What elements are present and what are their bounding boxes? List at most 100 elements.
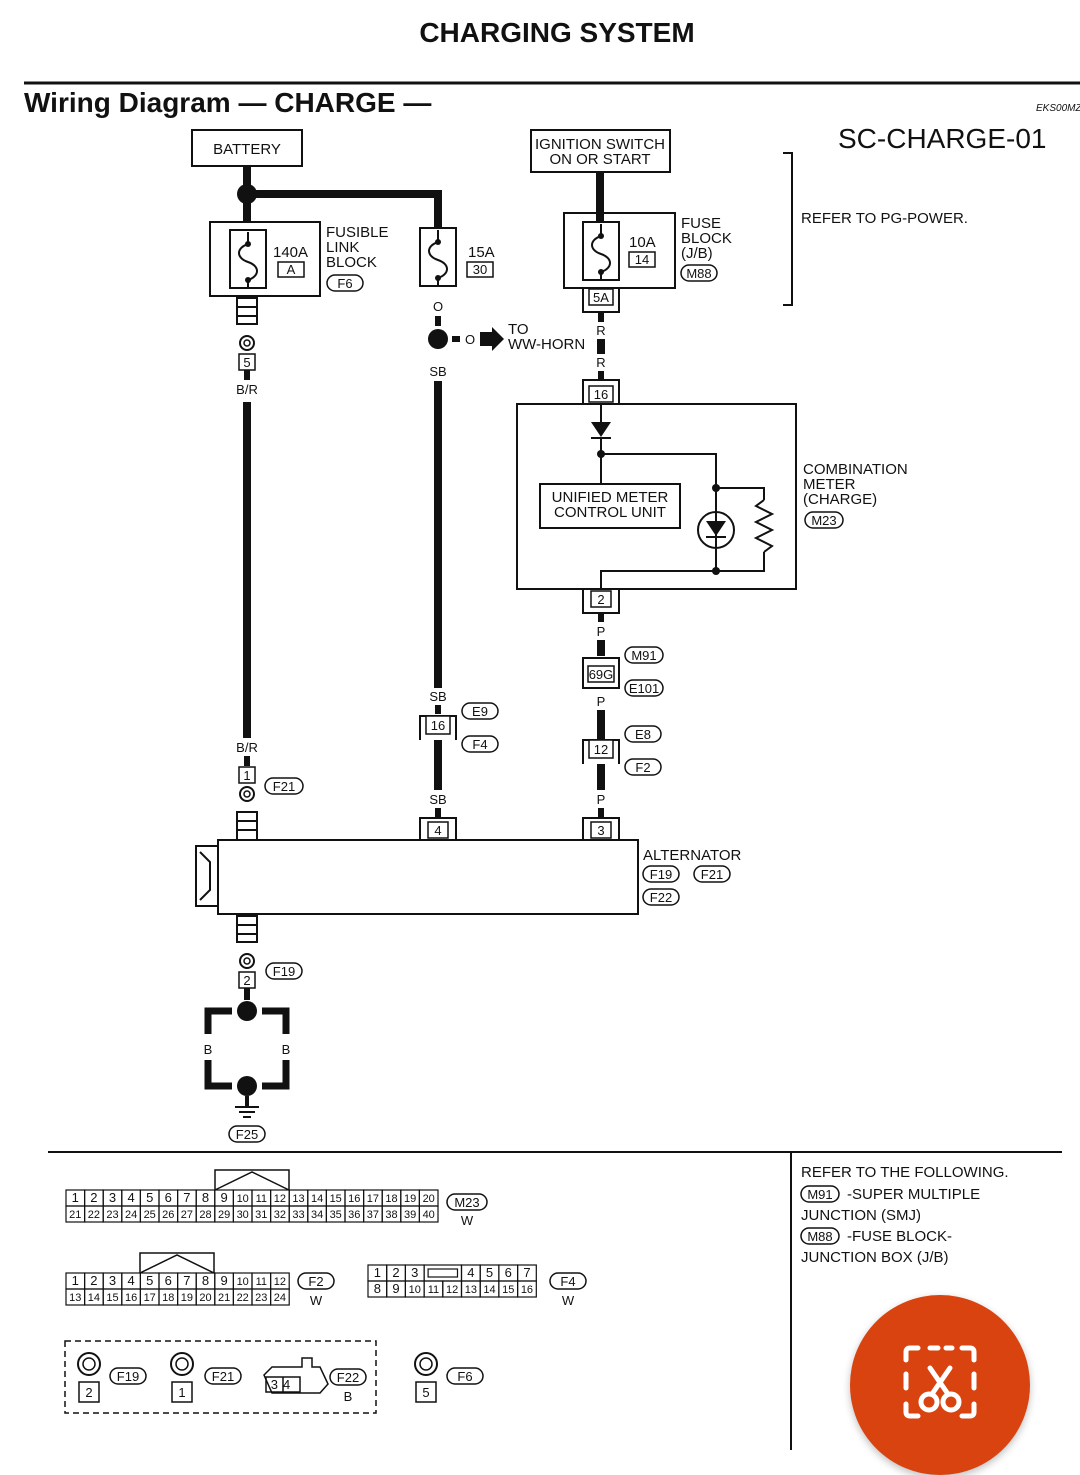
wire-p-3: P	[597, 792, 606, 807]
wire-sb-bottom: SB	[429, 792, 446, 807]
diagram-id: SC-CHARGE-01	[838, 123, 1046, 154]
pinout-cell-label: 23	[255, 1292, 267, 1304]
wire-sb-top: SB	[429, 364, 446, 379]
f6-terminal-pin: 5	[422, 1385, 429, 1400]
legend-m88-badge	[800, 1227, 840, 1245]
fuse-10a-amp: 10A	[629, 234, 656, 251]
pinout-cell-label: 25	[144, 1209, 156, 1221]
pinout-cell-label: 3	[109, 1190, 116, 1205]
pinout-cell-label: 19	[181, 1292, 193, 1304]
connector-e8-label: E8	[635, 727, 651, 742]
ring-terminal-inner	[243, 339, 251, 347]
pin-5a: 5A	[593, 290, 609, 305]
ring-terminal-icon	[239, 335, 255, 351]
f2-key-tab-lines	[139, 1254, 215, 1274]
ring-terminal-icon	[239, 786, 255, 802]
meter-wire	[600, 570, 716, 590]
pinout-cell-label: 7	[523, 1265, 530, 1280]
to-label: TO	[508, 321, 529, 338]
connector-e8-badge	[624, 725, 662, 743]
pinout-cell-label: 16	[521, 1284, 533, 1296]
pinout-cell-label: 5	[486, 1265, 493, 1280]
fuse-terminal	[598, 233, 604, 239]
pinout-cell-label: 1	[72, 1273, 79, 1288]
legend-m91-desc2: JUNCTION (SMJ)	[801, 1207, 921, 1224]
pinout-cell-label: 8	[202, 1190, 209, 1205]
pinout-cell-label: 24	[274, 1292, 286, 1304]
connector-f19-label: F19	[273, 964, 295, 979]
connector-f6-label: F6	[337, 276, 352, 291]
fuse-15a-amp: 15A	[468, 244, 495, 261]
pin-1-box	[238, 766, 256, 784]
pinout-cell-label: 36	[348, 1209, 360, 1221]
pin-2-meter-box	[590, 590, 612, 608]
f21-terminal-badge	[204, 1367, 242, 1385]
legend-m88-desc2: JUNCTION BOX (J/B)	[801, 1249, 949, 1266]
pinout-cell-label: 31	[255, 1209, 267, 1221]
charge-warning-lamp-icon	[697, 511, 735, 549]
pinout-cell-label: 15	[330, 1193, 342, 1205]
combination-meter-box	[516, 403, 797, 590]
legend-m91-desc: -SUPER MULTIPLE	[847, 1186, 980, 1203]
pinout-m23-color: W	[461, 1213, 474, 1228]
screenshot-crop-button[interactable]	[850, 1295, 1030, 1475]
pin-69g: 69G	[589, 667, 614, 682]
pinout-f4-badge	[549, 1272, 587, 1290]
pinout-cell-label: 17	[144, 1292, 156, 1304]
pinout-cell-label: 9	[220, 1190, 227, 1205]
pinout-cell-label: 2	[392, 1265, 399, 1280]
pulley-groove	[199, 851, 211, 901]
pinout-cell-label: 32	[274, 1209, 286, 1221]
pinout-cell-label: 4	[127, 1190, 134, 1205]
wire-b-left: B	[204, 1042, 213, 1057]
fuse-block-label-2: BLOCK	[681, 230, 732, 247]
connector-f21-label: F21	[273, 779, 295, 794]
connector-e101-badge	[624, 679, 664, 697]
pinout-cell-label: 3	[109, 1273, 116, 1288]
ground-splice-bottom	[237, 1076, 257, 1096]
fuse-block-label-3: (J/B)	[681, 245, 713, 262]
f21-terminal-pin: 1	[178, 1385, 185, 1400]
pinout-cell-label: 28	[199, 1209, 211, 1221]
meter-wire	[716, 487, 765, 500]
combo-label-1: COMBINATION	[803, 461, 908, 478]
pinout-cell-label: 29	[218, 1209, 230, 1221]
pinout-cell-label: 20	[423, 1193, 435, 1205]
pinout-cell-label: 13	[69, 1292, 81, 1304]
pinout-cell	[270, 1288, 290, 1306]
ignition-label-1: IGNITION SWITCH	[535, 136, 665, 153]
pinout-cell-label: 8	[202, 1273, 209, 1288]
fuse-terminal	[598, 269, 604, 275]
connector-m91-badge	[624, 646, 664, 664]
legend-m91-badge	[800, 1185, 840, 1203]
connector-f19-badge	[265, 962, 303, 980]
fusible-pin: A	[287, 262, 296, 277]
connector-m91-label: M91	[631, 648, 656, 663]
fusible-label-3: BLOCK	[326, 254, 377, 271]
umcu-label-1: UNIFIED METER	[552, 489, 669, 506]
pinout-cell-label: 20	[199, 1292, 211, 1304]
pinout-cell-label: 30	[237, 1209, 249, 1221]
combo-label-2: METER	[803, 476, 856, 493]
section-code: EKS00MZ	[1036, 103, 1080, 114]
pinout-cell-label: 18	[162, 1292, 174, 1304]
arrow-right-icon	[480, 327, 504, 351]
pinout-cell-label: 19	[404, 1193, 416, 1205]
pinout-cell-label: 5	[146, 1190, 153, 1205]
fusible-amp: 140A	[273, 244, 308, 261]
terminal-inner	[82, 1357, 96, 1371]
combo-label-3: (CHARGE)	[803, 491, 877, 508]
f19-terminal-label: F19	[117, 1369, 139, 1384]
section-title: Wiring Diagram — CHARGE —	[24, 87, 431, 118]
pinout-cell-label: 1	[374, 1265, 381, 1280]
fuse-terminal	[435, 275, 441, 281]
pin-2-ground: 2	[243, 973, 250, 988]
f22-terminal-badge	[329, 1368, 367, 1386]
pinout-cell-label: 9	[220, 1273, 227, 1288]
pinout-m23-badge	[446, 1193, 488, 1211]
pinout-cell-label: 22	[237, 1292, 249, 1304]
f21-terminal-label: F21	[212, 1369, 234, 1384]
connector-e101-label: E101	[629, 681, 659, 696]
